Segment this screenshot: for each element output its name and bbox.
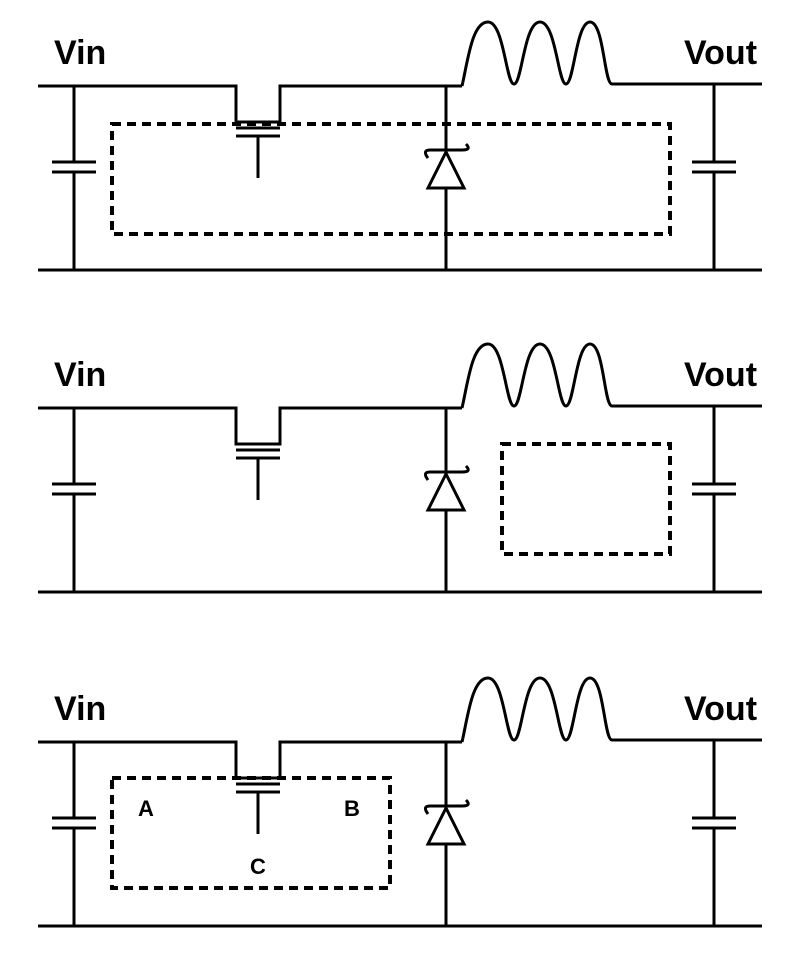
inductor [460,342,614,409]
node-label-c: C [250,854,266,879]
output-capacitor [692,84,736,270]
top-rail [38,406,462,446]
input-capacitor [52,86,96,270]
input-capacitor [52,742,96,926]
current-loop-dashed [110,776,392,890]
output-capacitor [692,406,736,592]
mosfet-switch [236,448,280,500]
inductor [460,20,614,87]
current-loop-dashed [110,122,672,236]
schottky-diode [423,742,470,926]
vout-label: Vout [684,356,757,394]
mosfet-switch [236,126,280,178]
inductor [460,676,614,743]
vin-label: Vin [54,356,106,394]
vout-label: Vout [684,690,757,728]
input-capacitor [52,408,96,592]
schottky-diode [423,86,470,270]
vin-label: Vin [54,690,106,728]
panel-2: Vin Vout [38,342,762,594]
output-capacitor [692,740,736,926]
vin-label: Vin [54,34,106,72]
top-rail [38,84,462,124]
vout-label: Vout [684,34,757,72]
node-label-b: B [344,796,360,821]
mosfet-switch [236,782,280,834]
schottky-diode [423,408,470,592]
panel-3: Vin Vout A [38,676,762,928]
top-rail [38,740,462,780]
node-label-a: A [138,796,154,821]
panel-1: Vin Vout [38,20,762,272]
current-loop-dashed [500,442,672,556]
